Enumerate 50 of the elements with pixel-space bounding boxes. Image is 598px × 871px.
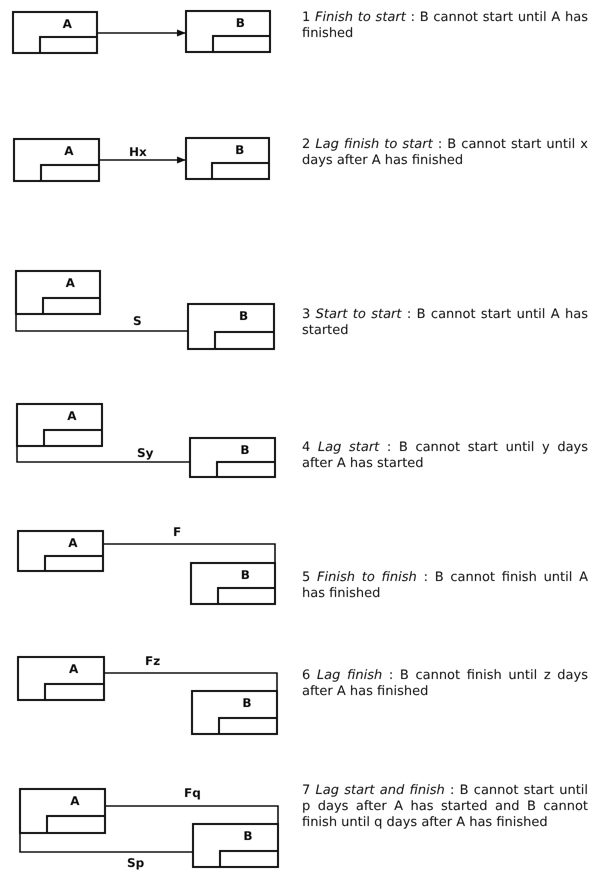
- connector-line: [105, 672, 278, 690]
- edge-label: Fq: [183, 786, 202, 800]
- activity-letter: B: [241, 696, 253, 710]
- arrow: [98, 29, 186, 37]
- connector-line: [104, 543, 276, 562]
- activity-letter: B: [234, 16, 246, 30]
- activity-box: [15, 270, 101, 315]
- description-text: 6 Lag finish : B cannot finish until z days after A has finished: [302, 668, 588, 700]
- activity-box: [187, 303, 275, 350]
- description-text: 7 Lag start and finish : B cannot start until p days after A has started and B cannot finish until q days after A has finished: [302, 783, 588, 831]
- activity-letter: B: [240, 568, 251, 582]
- connector-line: [106, 805, 279, 823]
- activity-box: [17, 530, 104, 572]
- arrow: [100, 156, 186, 164]
- activity-letter: A: [64, 276, 76, 290]
- activity-letter: A: [67, 536, 79, 550]
- edge-label: F: [172, 525, 182, 539]
- activity-box: [190, 562, 276, 605]
- connector-line: [15, 315, 187, 332]
- activity-letter: B: [242, 829, 254, 843]
- edge-label: Hx: [128, 145, 148, 159]
- activity-letter: B: [234, 143, 246, 157]
- activity-box: [16, 403, 103, 447]
- description-text: 4 Lag start : B cannot start until y days after A has started: [302, 440, 588, 472]
- edge-label: Sp: [126, 856, 146, 870]
- activity-box: [192, 823, 279, 868]
- connector-line: [19, 834, 192, 853]
- activity-box: [185, 137, 270, 180]
- activity-box: [17, 656, 105, 701]
- description-text: 3 Start to start : B cannot start until A has started: [302, 307, 588, 339]
- activity-box: [189, 437, 276, 478]
- activity-box: [191, 690, 278, 735]
- activity-letter: B: [238, 309, 250, 323]
- activity-box: [185, 10, 271, 53]
- activity-letter: A: [63, 144, 75, 158]
- connector-line: [16, 447, 189, 463]
- activity-letter: A: [62, 17, 73, 31]
- activity-letter: B: [239, 443, 251, 457]
- activity-box: [13, 138, 100, 182]
- activity-box: [19, 788, 106, 834]
- activity-box: [12, 11, 98, 54]
- description-text: 5 Finish to finish : B cannot finish until A has finished: [302, 570, 588, 602]
- edge-label: Sy: [136, 446, 154, 460]
- description-text: 2 Lag finish to start : B cannot start until x days after A has finished: [302, 137, 588, 169]
- description-text: 1 Finish to start : B cannot start until A has finished: [302, 10, 588, 42]
- edge-label: Fz: [144, 654, 162, 668]
- activity-letter: A: [68, 662, 80, 676]
- activity-letter: A: [69, 794, 81, 808]
- edge-label: S: [132, 314, 143, 328]
- activity-letter: A: [66, 409, 78, 423]
